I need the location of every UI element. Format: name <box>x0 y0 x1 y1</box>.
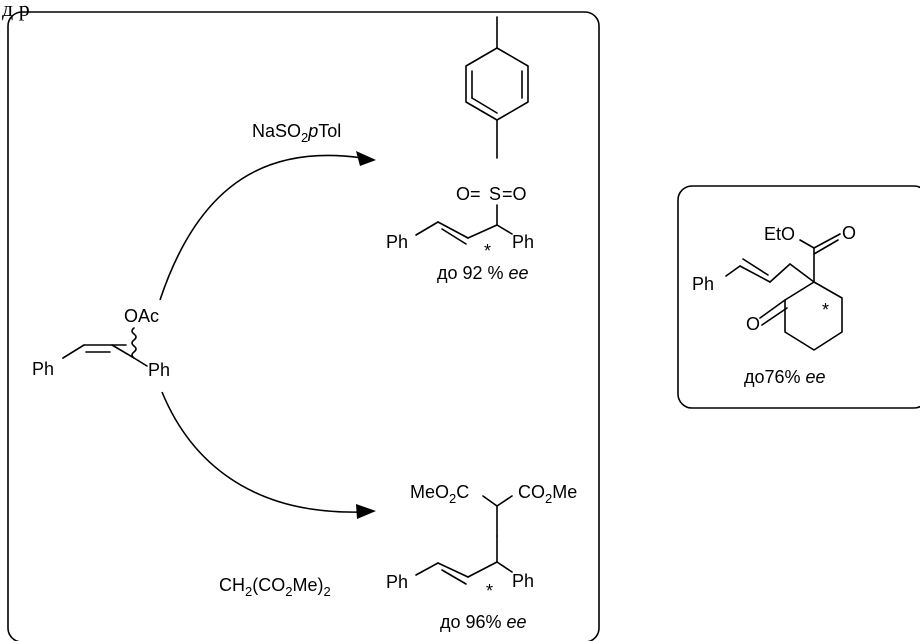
side-scheme-frame <box>677 185 920 409</box>
sulfone-o-left: O= <box>456 184 481 204</box>
ketoester-ph: Ph <box>692 274 714 294</box>
substrate-ph-right: Ph <box>148 360 170 380</box>
sulfone-s: S <box>489 184 501 204</box>
sulfone-o-right: =O <box>502 184 527 204</box>
sulfone-stereo-star: * <box>484 241 491 261</box>
reagent-sulfinate: NaSO2pTol <box>252 121 341 145</box>
substrate-oac: OAc <box>124 306 159 326</box>
malonate-product: MeO2C CO2Me Ph * Ph до 96% ee <box>386 482 577 632</box>
lower-arrowhead <box>356 504 376 519</box>
malonate-meo2c: MeO2C <box>410 482 469 506</box>
malonate-ph-right: Ph <box>512 571 534 591</box>
sulfone-ph-left: Ph <box>386 232 408 252</box>
ketoester-eto: EtO <box>764 224 795 244</box>
reagent-malonate: CH2(CO2Me)2 <box>219 575 331 599</box>
lower-reaction-arrow <box>161 391 363 513</box>
sulfone-ee: до 92 % ee <box>437 263 529 283</box>
main-scheme-frame <box>7 11 600 641</box>
sulfone-product: O= S =O Ph * Ph до 92 % ee <box>386 16 534 283</box>
ketoester-o-ester: O <box>842 223 856 243</box>
ketoester-o-ketone: O <box>746 314 760 334</box>
header-caption: д р <box>2 0 30 21</box>
upper-reaction-arrow <box>159 154 363 301</box>
ketoester-ee: до76% ee <box>744 367 826 387</box>
malonate-ph-left: Ph <box>386 572 408 592</box>
ketoester-stereo-star: * <box>822 300 829 320</box>
substrate-molecule: Ph OAc Ph <box>32 306 170 380</box>
upper-arrowhead <box>356 151 376 166</box>
substrate-ph-left: Ph <box>32 359 54 379</box>
sulfone-ph-right: Ph <box>512 232 534 252</box>
malonate-co2me: CO2Me <box>518 482 577 506</box>
malonate-ee: до 96% ee <box>440 612 527 632</box>
malonate-stereo-star: * <box>486 581 493 601</box>
ketoester-product: EtO O O * Ph до76% ee <box>692 223 856 387</box>
